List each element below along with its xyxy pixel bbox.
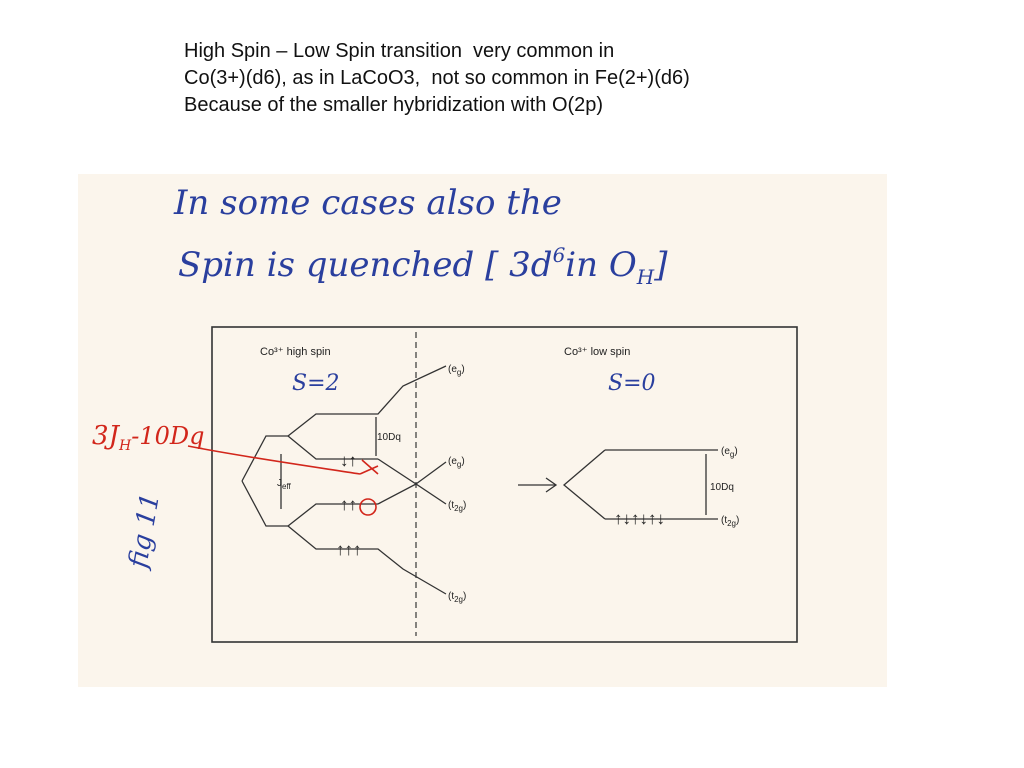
diagram-frame [211, 326, 798, 643]
high-spin-tree [241, 365, 447, 595]
red-cross-mark [359, 459, 379, 475]
red-note: 3JH-10Dq [92, 421, 204, 454]
scanned-diagram: In some cases also the Spin is quenched … [78, 174, 887, 687]
low-spin-label: Co³⁺ low spin [564, 346, 630, 358]
margin-note-fig: fig 11 [123, 491, 166, 572]
red-circle [359, 498, 377, 516]
level-eg-mid: (eg) [448, 456, 465, 469]
red-arrow [187, 445, 361, 475]
electrons-upper-high: ↓↑ [340, 451, 357, 470]
slide-text: High Spin – Low Spin transition very com… [184, 38, 944, 119]
level-t2g-low: (t2g) [721, 515, 739, 528]
level-eg-low: (eg) [721, 446, 738, 459]
level-t2g-lower: (t2g) [448, 591, 466, 604]
electrons-lower-high: ↑↑↑ [336, 540, 362, 559]
high-spin-label: Co³⁺ high spin [260, 346, 331, 358]
j-eff-label: Jeff [277, 478, 292, 491]
text-line-2: Co(3+)(d6), as in LaCoO3, not so common … [184, 67, 690, 89]
text-line-1: High Spin – Low Spin transition very com… [184, 40, 615, 62]
tenDq-high-label: 10Dq [377, 432, 401, 443]
low-spin-tree [562, 449, 718, 520]
level-eg-upper: (eg) [448, 364, 465, 377]
text-line-3: Because of the smaller hybridization wit… [184, 94, 604, 116]
level-t2g-mid: (t2g) [448, 500, 466, 513]
high-spin-S: S=2 [292, 371, 340, 396]
handwritten-title-line1: In some cases also the [173, 183, 562, 223]
diagram-svg: In some cases also the Spin is quenched … [92, 183, 798, 643]
low-spin-S: S=0 [608, 371, 656, 396]
tenDq-low-label: 10Dq [710, 482, 734, 493]
electrons-low-spin: ↑↓↑↓↑↓ [614, 509, 665, 528]
handwritten-title-line2: Spin is quenched [ 3d6in OH] [178, 243, 668, 289]
transition-arrow-head [545, 477, 558, 493]
electrons-mid-high: ↑↑ [340, 495, 357, 514]
